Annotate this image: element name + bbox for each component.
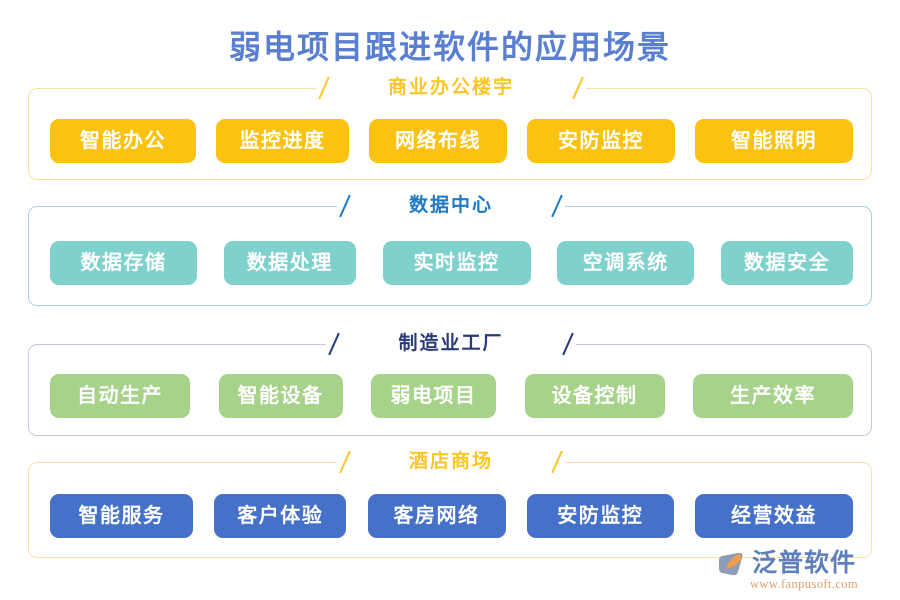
pill-item[interactable]: 数据处理 [223,241,356,285]
pill-item[interactable]: 客户体验 [214,494,347,538]
pill-item[interactable]: 空调系统 [557,241,695,285]
section-commercial-office-building: 商业办公楼宇 智能办公 监控进度 网络布线 安防监控 智能照明 [28,73,873,180]
pill-item[interactable]: 智能服务 [50,494,193,538]
logo-row: 泛普软件 [718,550,856,578]
pill-row: 数据存储 数据处理 实时监控 空调系统 数据安全 [29,207,873,305]
section-hotel-shopping-mall: 酒店商场 智能服务 客户体验 客房网络 安防监控 经营效益 [28,447,873,558]
logo-url: www.fanpusoft.com [750,577,859,591]
pill-item[interactable]: 数据安全 [721,241,853,285]
logo-name: 泛普软件 [752,550,857,577]
fanpu-logo-icon [719,552,743,576]
pill-item[interactable]: 自动生产 [50,374,190,418]
pill-item[interactable]: 实时监控 [382,241,531,285]
pill-item[interactable]: 安防监控 [526,494,674,538]
brand-logo: 泛普软件 www.fanpusoft.com [718,550,876,592]
pill-item[interactable]: 智能办公 [50,119,196,163]
pill-item[interactable]: 数据存储 [50,241,197,285]
pill-item[interactable]: 监控进度 [216,119,349,163]
pill-item[interactable]: 网络布线 [369,119,507,163]
section-manufacturing-factory: 制造业工厂 自动生产 智能设备 弱电项目 设备控制 生产效率 [28,329,873,436]
pill-item[interactable]: 经营效益 [695,494,853,538]
pill-item[interactable]: 设备控制 [524,374,665,418]
section-data-center: 数据中心 数据存储 数据处理 实时监控 空调系统 数据安全 [28,191,873,306]
pill-item[interactable]: 弱电项目 [371,374,496,418]
pill-row: 自动生产 智能设备 弱电项目 设备控制 生产效率 [29,345,873,435]
page-title: 弱电项目跟进软件的应用场景 [228,29,671,65]
pill-item[interactable]: 生产效率 [693,374,853,418]
pill-item[interactable]: 安防监控 [527,119,675,163]
pill-item[interactable]: 智能设备 [218,374,343,418]
pill-item[interactable]: 客房网络 [367,494,506,538]
pill-item[interactable]: 智能照明 [695,119,853,163]
pill-row: 智能服务 客户体验 客房网络 安防监控 经营效益 [29,463,873,557]
pill-row: 智能办公 监控进度 网络布线 安防监控 智能照明 [29,89,873,179]
